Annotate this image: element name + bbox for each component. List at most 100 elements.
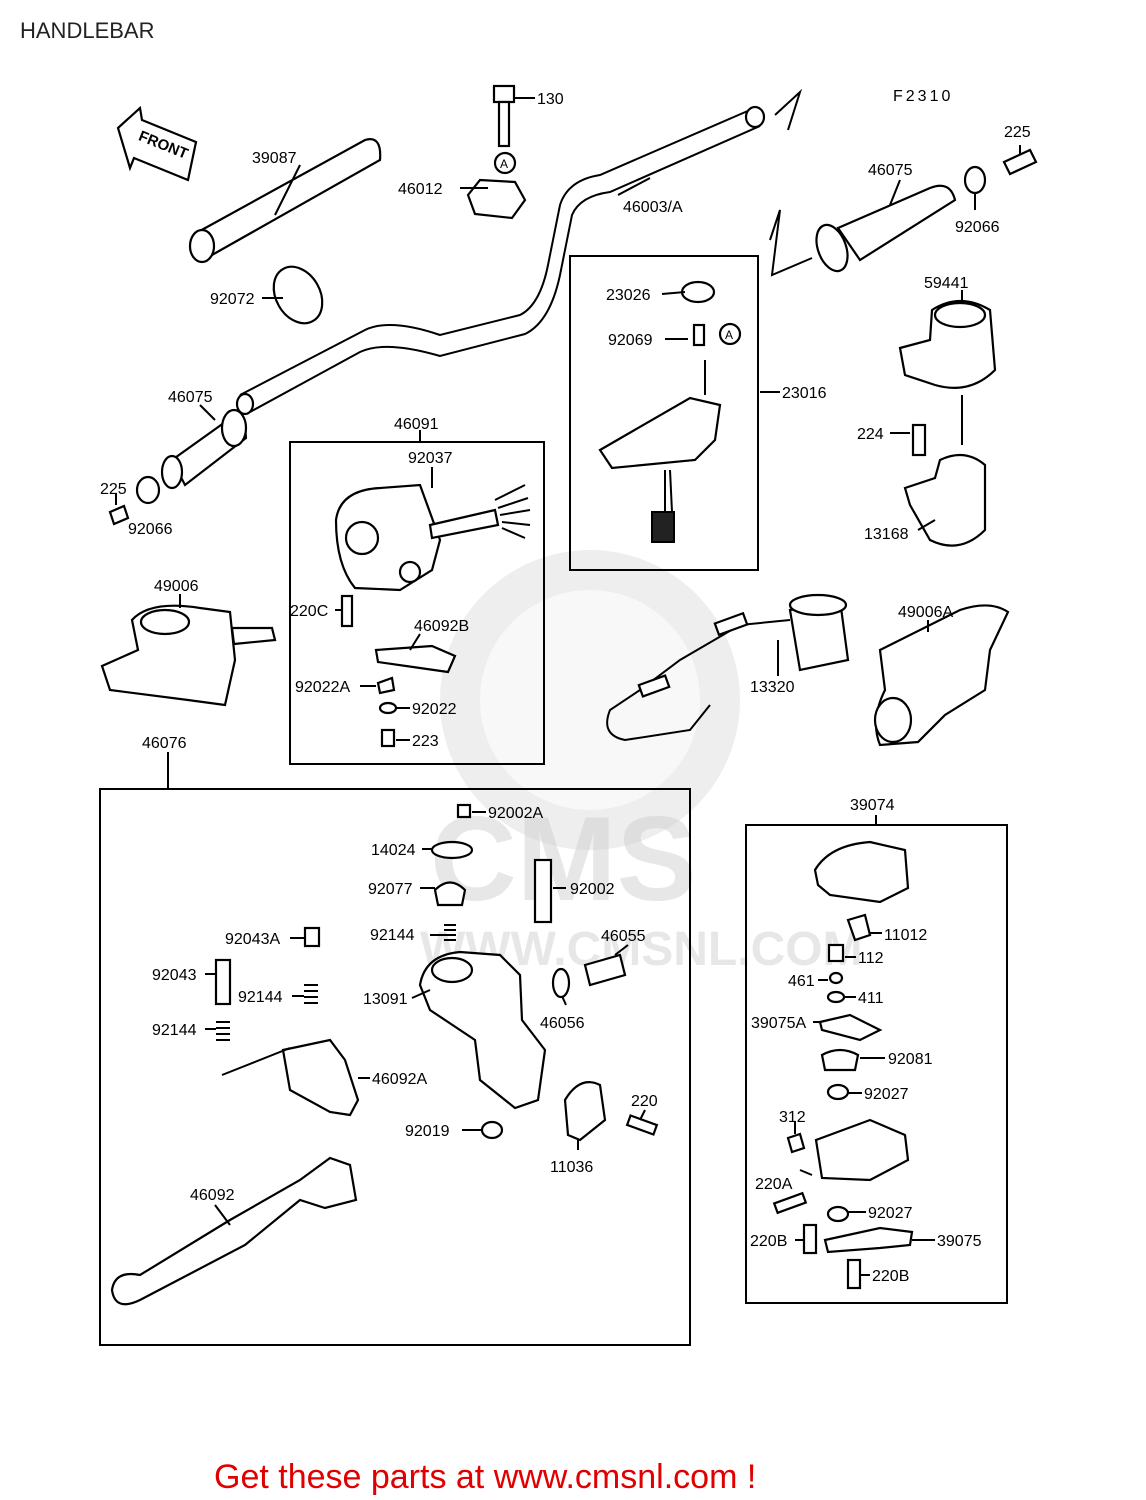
label-14024: 14024	[371, 842, 416, 859]
label-92043: 92043	[152, 967, 197, 984]
bolt-92002	[533, 858, 553, 924]
label-312: 312	[779, 1109, 806, 1126]
lever-46092	[110, 1156, 358, 1306]
washer-92066-right	[963, 165, 987, 195]
label-223: 223	[412, 733, 439, 750]
screw-224	[911, 423, 927, 457]
label-220B-b: 220B	[872, 1268, 909, 1285]
screw-220B-a	[802, 1223, 818, 1255]
figure-code: F2310	[893, 88, 953, 105]
label-92144-a: 92144	[370, 927, 415, 944]
label-39087: 39087	[252, 150, 297, 167]
label-92027-b: 92027	[868, 1205, 913, 1222]
label-92069: 92069	[608, 332, 653, 349]
diaphragm-14024	[430, 840, 474, 860]
piston-46055	[583, 953, 627, 987]
label-13091: 13091	[363, 991, 408, 1008]
washer-461	[828, 971, 844, 985]
group-box-46076	[99, 788, 691, 1346]
cover-59441	[898, 300, 997, 389]
switch-11036	[563, 1081, 607, 1142]
cylinder-body-13091	[418, 950, 547, 1110]
band-clamp	[272, 265, 324, 325]
group-box-46091	[289, 441, 545, 765]
label-46076: 46076	[142, 735, 187, 752]
grommet-92027a	[826, 1083, 850, 1101]
screw-220B-b	[846, 1258, 862, 1290]
label-59441: 59441	[924, 275, 969, 292]
label-220A: 220A	[755, 1176, 793, 1193]
label-112: 112	[858, 950, 884, 967]
watermark-text: CMS	[430, 792, 697, 926]
part-labels: 130 39087 46012 46003/A 225 46075 92066 …	[100, 91, 1031, 1285]
label-92066-left: 92066	[128, 521, 173, 538]
washer-92022	[378, 701, 398, 715]
label-13320: 13320	[750, 679, 795, 696]
label-92002A: 92002A	[488, 805, 543, 822]
pin-92043A	[303, 926, 321, 948]
label-225-right: 225	[1004, 124, 1031, 141]
label-23016: 23016	[782, 385, 827, 402]
label-11036: 11036	[550, 1159, 593, 1176]
label-92072: 92072	[210, 291, 255, 308]
plate-46092B	[374, 644, 457, 674]
diaphragm-92081	[820, 1048, 860, 1072]
footer-link[interactable]: Get these parts at www.cmsnl.com !	[214, 1458, 756, 1496]
label-46075-left: 46075	[168, 389, 213, 406]
label-13168: 13168	[864, 526, 909, 543]
plate-39075A	[818, 1013, 883, 1042]
label-224: 224	[857, 426, 884, 443]
label-46012: 46012	[398, 181, 443, 198]
label-46091: 46091	[394, 416, 439, 433]
screw-220A	[772, 1191, 808, 1215]
nut-92019	[480, 1120, 504, 1140]
label-49006A: 49006A	[898, 604, 953, 621]
reservoir-39074	[772, 840, 914, 1290]
pin-92043	[214, 958, 232, 1006]
clip-11012	[846, 913, 872, 942]
holder-46092A	[281, 1038, 360, 1117]
label-49006: 49006	[154, 578, 199, 595]
label-92144-b: 92144	[238, 989, 283, 1006]
label-92022: 92022	[412, 701, 457, 718]
screw-92002A	[456, 803, 472, 819]
label-92077: 92077	[368, 881, 413, 898]
label-220C: 220C	[290, 603, 328, 620]
label-39075: 39075	[937, 1233, 982, 1250]
left-grip	[108, 408, 248, 526]
group-box-23016	[569, 255, 759, 571]
bolt-112	[827, 943, 845, 963]
callout-a-box: A	[725, 328, 733, 342]
label-220B-a: 220B	[750, 1233, 787, 1250]
label-220: 220	[631, 1093, 658, 1110]
right-grip	[815, 148, 1038, 273]
label-46092A: 46092A	[372, 1071, 427, 1088]
bolt-225-right	[1002, 148, 1038, 176]
label-46075-right: 46075	[868, 162, 913, 179]
watermark: CMS WWW.CMSNL.COM	[420, 550, 863, 976]
label-46056: 46056	[540, 1015, 585, 1032]
screw-223	[380, 728, 396, 748]
label-411: 411	[858, 990, 884, 1007]
label-46003A: 46003/A	[623, 199, 683, 216]
page-title: HANDLEBAR	[20, 18, 154, 43]
reservoir-body	[814, 1118, 910, 1182]
screw-220C	[340, 594, 354, 628]
label-92037: 92037	[408, 450, 453, 467]
label-46092B: 46092B	[414, 618, 469, 635]
screw-220	[625, 1114, 659, 1136]
cover-49006	[100, 604, 277, 707]
washer-92022A	[376, 676, 396, 695]
label-46092: 46092	[190, 1187, 235, 1204]
label-39075A: 39075A	[751, 1015, 806, 1032]
spring-92144b	[304, 984, 318, 1004]
switch-housing-46091	[334, 483, 531, 748]
grip-pad	[188, 138, 382, 264]
grommet-92027b	[826, 1205, 850, 1223]
cover-13168	[903, 423, 987, 547]
bracket-39075	[823, 1226, 914, 1254]
label-225-left: 225	[100, 481, 127, 498]
leader-lines	[115, 97, 1021, 1276]
callout-a-top	[493, 151, 517, 175]
